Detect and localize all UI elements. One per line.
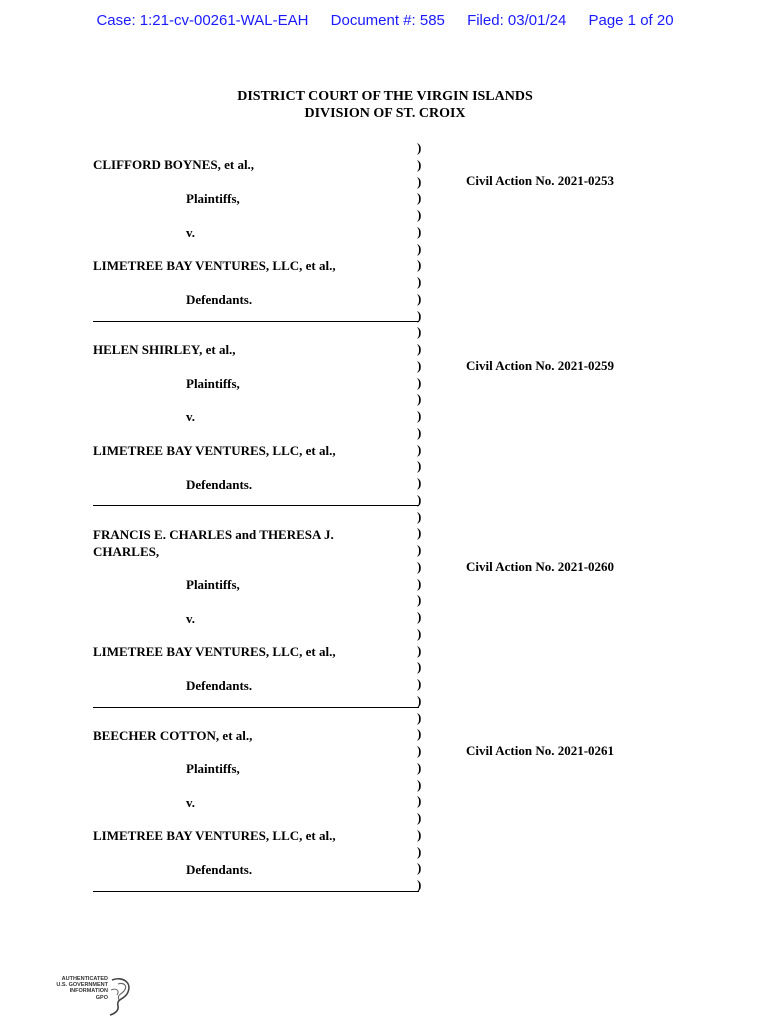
case4-plaintiffs-label: Plaintiffs, xyxy=(186,761,240,776)
case2-defendant: LIMETREE BAY VENTURES, LLC, et al., xyxy=(93,443,336,458)
case4-civil-action-number: Civil Action No. 2021-0261 xyxy=(466,743,615,758)
caption-parenthesis: ) xyxy=(417,759,422,775)
case2-plaintiffs-label: Plaintiffs, xyxy=(186,376,240,391)
case1-plaintiff: CLIFFORD BOYNES, et al., xyxy=(93,157,255,172)
header-document-number: Document #: 585 xyxy=(330,12,445,29)
caption-parenthesis: ) xyxy=(417,408,422,423)
caption-parenthesis: ) xyxy=(417,290,422,306)
caption-parenthesis: ) xyxy=(417,609,422,624)
case1-defendants-label: Defendants. xyxy=(186,292,253,307)
case3-defendant: LIMETREE BAY VENTURES, LLC, et al., xyxy=(93,644,336,659)
caption-parenthesis: ) xyxy=(417,475,422,490)
caption-parenthesis: ) xyxy=(417,508,422,524)
caption-parenthesis: ) xyxy=(417,190,422,206)
case3-plaintiffs-label: Plaintiffs, xyxy=(186,577,240,592)
caption-parenthesis: ) xyxy=(417,743,422,758)
case3-civil-action-number: Civil Action No. 2021-0260 xyxy=(466,559,615,574)
caption-parenthesis: ) xyxy=(417,240,422,256)
gpo-authentication-seal: AUTHENTICATED U.S. GOVERNMENT INFORMATIO… xyxy=(46,976,134,1016)
caption-parenthesis: ) xyxy=(417,274,422,289)
filing-header: Case: 1:21-cv-00261-WAL-EAH Document #: … xyxy=(0,12,770,29)
caption-parenthesis: ) xyxy=(417,709,422,725)
caption-parenthesis: ) xyxy=(417,441,422,457)
caption-parenthesis: ) xyxy=(417,307,422,323)
caption-parenthesis: ) xyxy=(417,341,422,356)
caption-parenthesis: ) xyxy=(417,642,422,658)
caption-parenthesis: ) xyxy=(417,659,422,675)
gpo-seal-mark: GPO xyxy=(95,995,108,1001)
eagle-icon xyxy=(109,977,130,1016)
caption-parenthesis: ) xyxy=(417,575,422,591)
caption-parenthesis-column: ))))))))))))))))))))))))))))))))))))))))… xyxy=(417,140,421,894)
case4-versus: v. xyxy=(186,795,196,810)
caption-parenthesis: ) xyxy=(417,776,422,792)
caption-parenthesis: ) xyxy=(417,391,422,407)
case2-divider xyxy=(93,505,419,506)
case2-defendants-label: Defendants. xyxy=(186,477,253,492)
case1-plaintiffs-label: Plaintiffs, xyxy=(186,191,240,206)
caption-parenthesis: ) xyxy=(417,357,422,373)
case4-defendant: LIMETREE BAY VENTURES, LLC, et al., xyxy=(93,828,336,843)
caption-parenthesis: ) xyxy=(417,877,422,892)
caption-parenthesis: ) xyxy=(417,257,422,273)
case1-defendant: LIMETREE BAY VENTURES, LLC, et al., xyxy=(93,258,336,273)
caption-parenthesis: ) xyxy=(417,726,422,742)
caption-parenthesis: ) xyxy=(417,692,422,708)
court-name: DISTRICT COURT OF THE VIRGIN ISLANDS xyxy=(237,89,533,104)
caption-parenthesis: ) xyxy=(417,525,422,541)
caption-parenthesis: ) xyxy=(417,810,422,825)
caption-parenthesis: ) xyxy=(417,592,422,608)
gpo-seal-line3: INFORMATION xyxy=(69,988,108,994)
caption-parenthesis: ) xyxy=(417,860,422,876)
gpo-seal-line2: U.S. GOVERNMENT xyxy=(56,982,108,988)
caption-parenthesis: ) xyxy=(417,458,422,474)
case3-divider xyxy=(93,707,419,708)
caption-parenthesis: ) xyxy=(417,558,422,574)
case2-versus: v. xyxy=(186,409,196,424)
caption-parenthesis: ) xyxy=(417,491,422,507)
case4-divider xyxy=(93,891,419,892)
court-division: DIVISION OF ST. CROIX xyxy=(304,106,466,121)
case1-divider xyxy=(93,321,419,322)
case2-plaintiff: HELEN SHIRLEY, et al., xyxy=(93,342,236,357)
caption-parenthesis: ) xyxy=(417,374,422,390)
header-page-number: Page 1 of 20 xyxy=(588,12,674,29)
case1-versus: v. xyxy=(186,225,196,240)
caption-parenthesis: ) xyxy=(417,625,422,641)
case3-plaintiff-line2: CHARLES, xyxy=(93,544,160,559)
caption-parenthesis: ) xyxy=(417,826,422,842)
caption-parenthesis: ) xyxy=(417,140,422,155)
case1-civil-action-number: Civil Action No. 2021-0253 xyxy=(466,173,615,188)
case4-defendants-label: Defendants. xyxy=(186,862,253,877)
caption-parenthesis: ) xyxy=(417,324,422,340)
case2-civil-action-number: Civil Action No. 2021-0259 xyxy=(466,358,615,373)
case4-plaintiff: BEECHER COTTON, et al., xyxy=(93,728,253,743)
case3-defendants-label: Defendants. xyxy=(186,678,253,693)
caption-parenthesis: ) xyxy=(417,156,422,172)
caption-parenthesis: ) xyxy=(417,207,422,222)
header-filed-date: Filed: 03/01/24 xyxy=(467,12,567,29)
caption-parenthesis: ) xyxy=(417,843,422,859)
caption-parenthesis: ) xyxy=(417,173,422,189)
court-caption: DISTRICT COURT OF THE VIRGIN ISLANDS DIV… xyxy=(0,88,770,122)
caption-parenthesis: ) xyxy=(417,676,422,691)
caption-parenthesis: ) xyxy=(417,424,422,440)
case3-plaintiff: FRANCIS E. CHARLES and THERESA J. xyxy=(93,527,334,542)
gpo-seal-line1: AUTHENTICATED xyxy=(61,976,108,982)
caption-parenthesis: ) xyxy=(417,223,422,239)
header-case-number: Case: 1:21-cv-00261-WAL-EAH xyxy=(96,12,309,29)
caption-parenthesis: ) xyxy=(417,542,422,557)
case3-versus: v. xyxy=(186,611,196,626)
caption-parenthesis: ) xyxy=(417,793,422,809)
